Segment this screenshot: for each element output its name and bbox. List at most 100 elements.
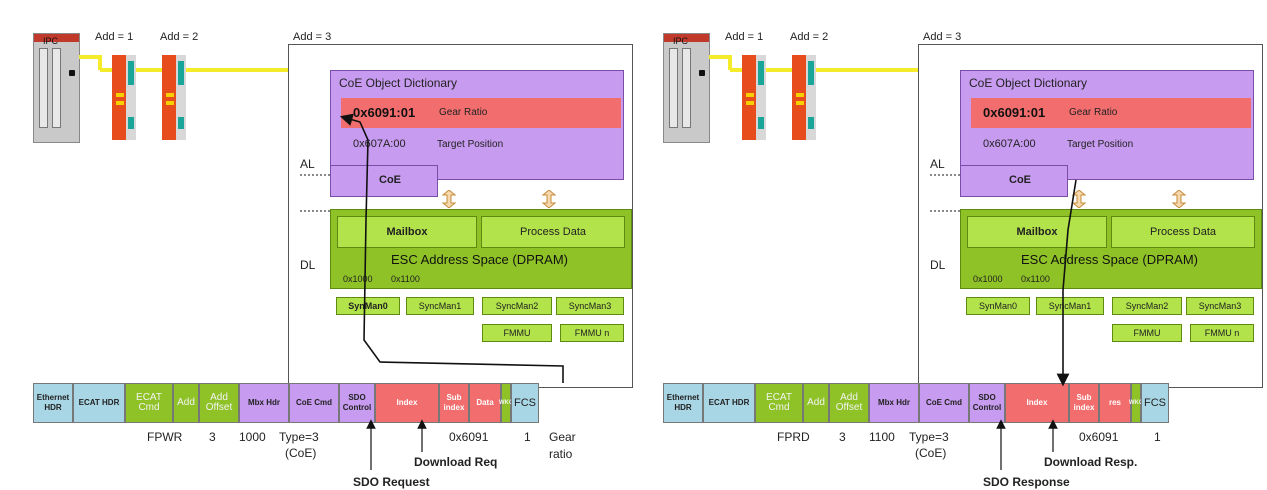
frame-type-desc: (CoE) (915, 446, 947, 460)
frame-field-index: Index (1005, 383, 1069, 423)
address-label: 0x1100 (391, 274, 420, 284)
frame-index-value: 0x6091 (1079, 430, 1119, 444)
frame-field-add: Add (803, 383, 829, 423)
frame-field-data: Data (469, 383, 501, 423)
ethercat-cable (100, 68, 114, 72)
frame-offset-value: 1100 (869, 430, 895, 444)
add3-label: Add = 3 (293, 31, 332, 43)
fmmu: FMMU (1112, 324, 1182, 342)
add3-label: Add = 3 (923, 31, 962, 43)
frame-field-ecat-cmd: ECAT Cmd (755, 383, 803, 423)
frame-field-sub-index: Sub index (1069, 383, 1099, 423)
address-label: 0x1100 (1021, 274, 1050, 284)
frame-field-ecat-cmd: ECAT Cmd (125, 383, 173, 423)
frame-field-ethernet-hdr: Ethernet HDR (663, 383, 703, 423)
al-label: AL (300, 157, 315, 171)
od-index: 0x6091:01 (353, 105, 416, 120)
od-entry-gear-ratio: 0x6091:01 Gear Ratio (971, 98, 1251, 128)
coe-layer-box: CoE (330, 165, 438, 197)
syncmanager-0: SynMan0 (336, 297, 400, 315)
frame-field-fcs: FCS (511, 383, 539, 423)
process-data-area: Process Data (1111, 216, 1255, 248)
coe-dictionary-title: CoE Object Dictionary (339, 76, 458, 90)
frame-field-index: Index (375, 383, 439, 423)
syncmanager-1: SyncMan1 (406, 297, 474, 315)
syncmanager-3: SyncMan3 (1186, 297, 1254, 315)
ipc-slot (39, 48, 48, 128)
double-arrow-icon (442, 190, 456, 208)
syncmanager-2: SyncMan2 (1112, 297, 1182, 315)
od-entry-gear-ratio: 0x6091:01 Gear Ratio (341, 98, 621, 128)
od-index: 0x607A:00 (353, 138, 406, 150)
syncmanager-2: SyncMan2 (482, 297, 552, 315)
frame-field-add-offset: Add Offset (199, 383, 239, 423)
ipc-port-icon (69, 70, 75, 76)
ipc-slot (682, 48, 691, 128)
frame-field-fcs: FCS (1141, 383, 1169, 423)
frame-field-sub-index: Sub index (439, 383, 469, 423)
add1-label: Add = 1 (725, 31, 764, 43)
frame-index-value: 0x6091 (449, 430, 489, 444)
frame-field-ecat-hdr: ECAT HDR (703, 383, 755, 423)
coe-layer-label: CoE (379, 174, 401, 186)
ipc-port-icon (699, 70, 705, 76)
dl-label: DL (930, 258, 946, 272)
frame-subindex-value: 1 (1154, 430, 1161, 444)
frame-field-mbx-hdr: Mbx Hdr (239, 383, 289, 423)
frame-field-mbx-hdr: Mbx Hdr (869, 383, 919, 423)
ipc-label: IPC (43, 36, 59, 46)
ethercat-cable (98, 55, 102, 70)
process-data-area: Process Data (481, 216, 625, 248)
sdo-request-flow-line (339, 113, 564, 383)
slave-terminal-1 (742, 55, 766, 140)
od-index: 0x607A:00 (983, 138, 1036, 150)
frame-field-res: res (1099, 383, 1131, 423)
address-label: 0x1000 (973, 274, 1003, 284)
ethercat-cable (816, 68, 918, 72)
address-label: 0x1000 (343, 274, 373, 284)
layer-divider (930, 210, 960, 212)
mailbox-area: Mailbox (967, 216, 1107, 248)
add2-label: Add = 2 (160, 31, 199, 43)
frame-type-desc: (CoE) (285, 446, 317, 460)
layer-divider (930, 174, 960, 176)
frame-type-value: Type=3 (909, 430, 949, 444)
sdo-command-label: Download Resp. (1044, 455, 1138, 469)
od-name: Target Position (437, 139, 504, 150)
right-panel: IPC Add = 1 Add = 2 Add = 3 CoE Object D… (630, 0, 1264, 490)
frame-field-ecat-hdr: ECAT HDR (73, 383, 125, 423)
double-arrow-icon (1172, 190, 1186, 208)
coe-object-dictionary: CoE Object Dictionary 0x6091:01 Gear Rat… (960, 70, 1254, 180)
syncmanager-0: SynMan0 (966, 297, 1030, 315)
ethercat-cable (709, 55, 729, 59)
coe-layer-box: CoE (960, 165, 1068, 197)
frame-data-value: ratio (549, 447, 573, 461)
frame-field-ethernet-hdr: Ethernet HDR (33, 383, 73, 423)
slave-terminal-2 (162, 55, 186, 140)
frame-field-coe-cmd: CoE Cmd (919, 383, 969, 423)
slave-terminal-1 (112, 55, 136, 140)
frame-add-value: 3 (839, 430, 846, 444)
sdo-command-label: Download Req (414, 455, 498, 469)
frame-type-value: Type=3 (279, 430, 319, 444)
ethercat-cable (136, 68, 162, 72)
sdo-direction-label: SDO Request (353, 475, 430, 489)
esc-dpram: Mailbox Process Data ESC Address Space (… (330, 209, 632, 289)
od-index: 0x6091:01 (983, 105, 1046, 120)
layer-divider (300, 210, 330, 212)
sdo-direction-label: SDO Response (983, 475, 1070, 489)
fmmu-n: FMMU n (1190, 324, 1254, 342)
coe-object-dictionary: CoE Object Dictionary 0x6091:01 Gear Rat… (330, 70, 624, 180)
frame-add-value: 3 (209, 430, 216, 444)
ethercat-cable (766, 68, 792, 72)
slave-terminal-2 (792, 55, 816, 140)
frame-offset-value: 1000 (239, 430, 266, 444)
mailbox-area: Mailbox (337, 216, 477, 248)
ipc-slot (669, 48, 678, 128)
frame-field-sdo-control: SDO Control (339, 383, 375, 423)
frame-field-add: Add (173, 383, 199, 423)
coe-layer-label: CoE (1009, 174, 1031, 186)
fmmu-n: FMMU n (560, 324, 624, 342)
syncmanager-1: SyncMan1 (1036, 297, 1104, 315)
ipc-top-strip (664, 34, 709, 42)
